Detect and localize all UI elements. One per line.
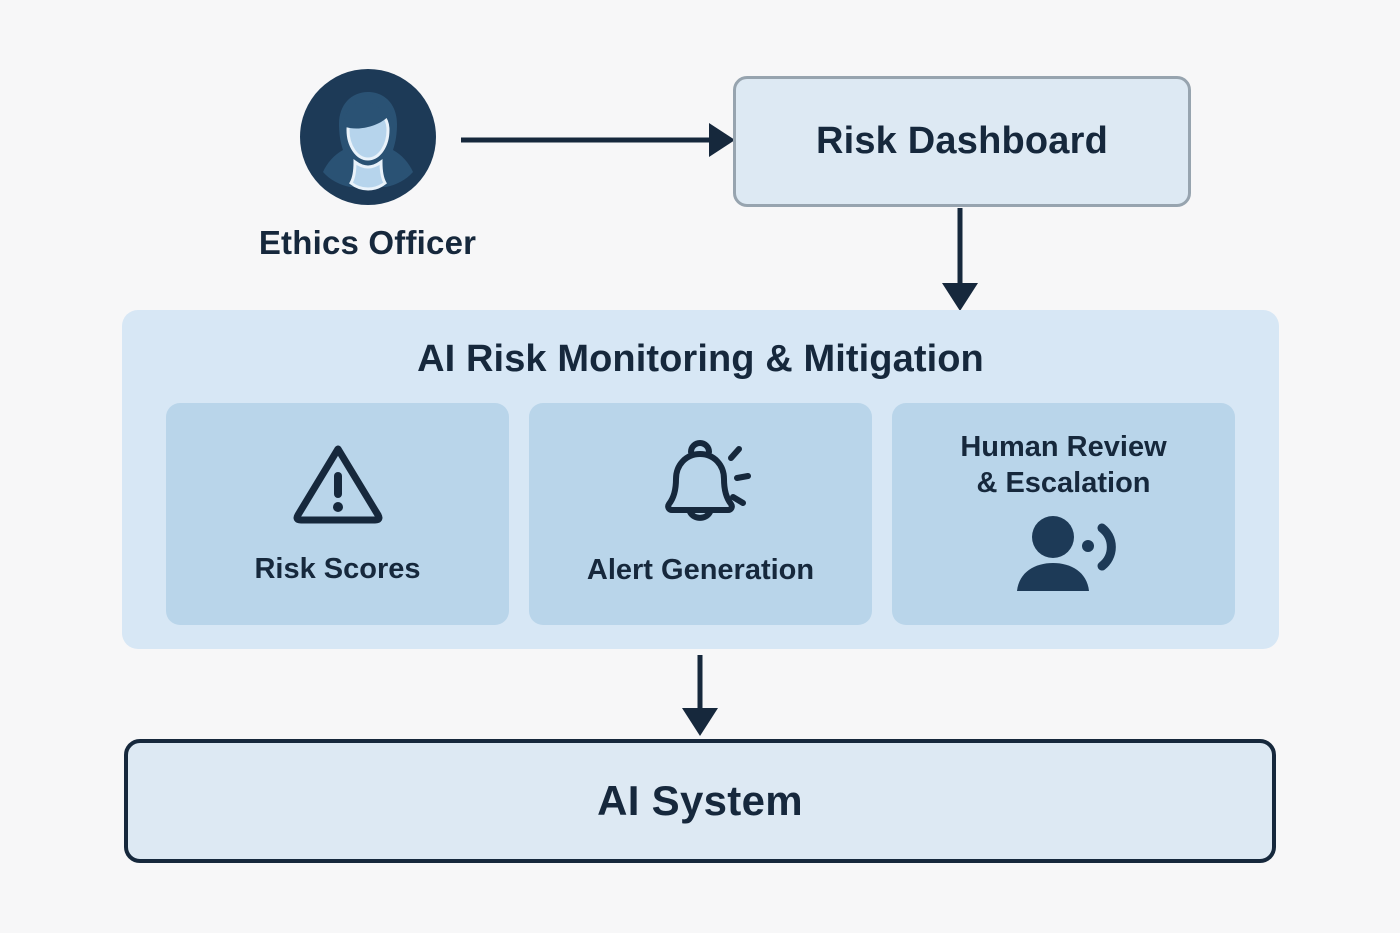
card-label: Alert Generation	[586, 553, 815, 586]
ai-system-label: AI System	[597, 777, 803, 824]
card-alert-generation[interactable]: Alert Generation	[529, 403, 872, 625]
card-risk-scores[interactable]: Risk Scores	[166, 403, 509, 625]
node-ai-system[interactable]: AI System	[124, 739, 1276, 863]
panel-title: AI Risk Monitoring & Mitigation	[417, 338, 984, 380]
node-risk-dashboard[interactable]: Risk Dashboard	[733, 76, 1191, 207]
card-label: Human Review & Escalation	[960, 430, 1167, 499]
card-human-review-escalation[interactable]: Human Review & Escalation	[892, 403, 1235, 625]
actor-ethics-officer: Ethics Officer	[230, 68, 505, 262]
monitoring-cards-row: Risk Scores Alert Generation	[166, 403, 1235, 625]
panel-ai-risk-monitoring: AI Risk Monitoring & Mitigation Risk Sco…	[122, 310, 1279, 649]
risk-dashboard-label: Risk Dashboard	[815, 120, 1109, 162]
warning-triangle-icon	[292, 441, 384, 530]
card-label: Risk Scores	[254, 552, 421, 585]
bell-ringing-icon	[651, 439, 751, 531]
actor-label: Ethics Officer	[258, 224, 477, 261]
person-signal-icon	[1010, 515, 1118, 598]
arrow-officer-to-dashboard	[461, 123, 735, 157]
arrow-dashboard-to-monitoring	[942, 208, 978, 311]
arrow-monitoring-to-system	[682, 655, 718, 736]
user-avatar-icon	[299, 68, 437, 206]
